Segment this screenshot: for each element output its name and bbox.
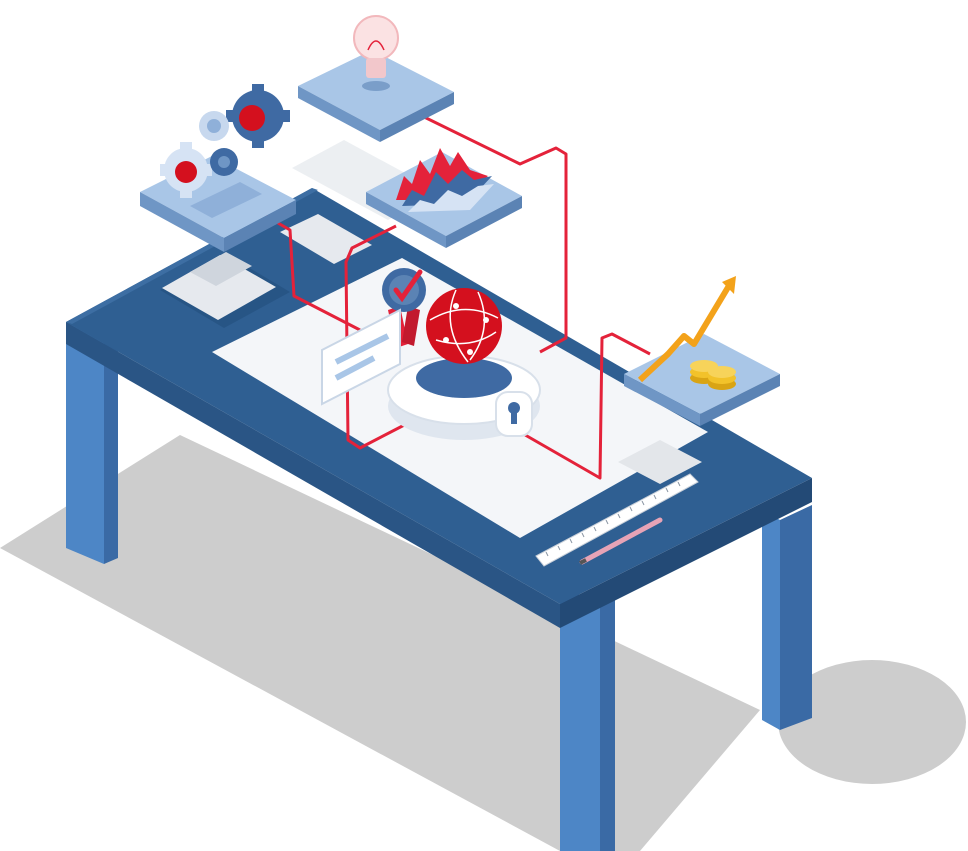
growth-arrow-icon — [637, 276, 736, 383]
pencil-icon — [579, 517, 663, 565]
desk-legs — [66, 322, 812, 851]
ruler-icon — [535, 473, 699, 567]
gears-icon — [160, 84, 290, 198]
lightbulb-icon — [353, 15, 399, 91]
area-chart-icon — [396, 148, 494, 212]
globe-icon — [426, 288, 502, 364]
id-card — [321, 308, 401, 406]
coins-icon — [690, 360, 736, 390]
lock-icon — [495, 391, 533, 437]
